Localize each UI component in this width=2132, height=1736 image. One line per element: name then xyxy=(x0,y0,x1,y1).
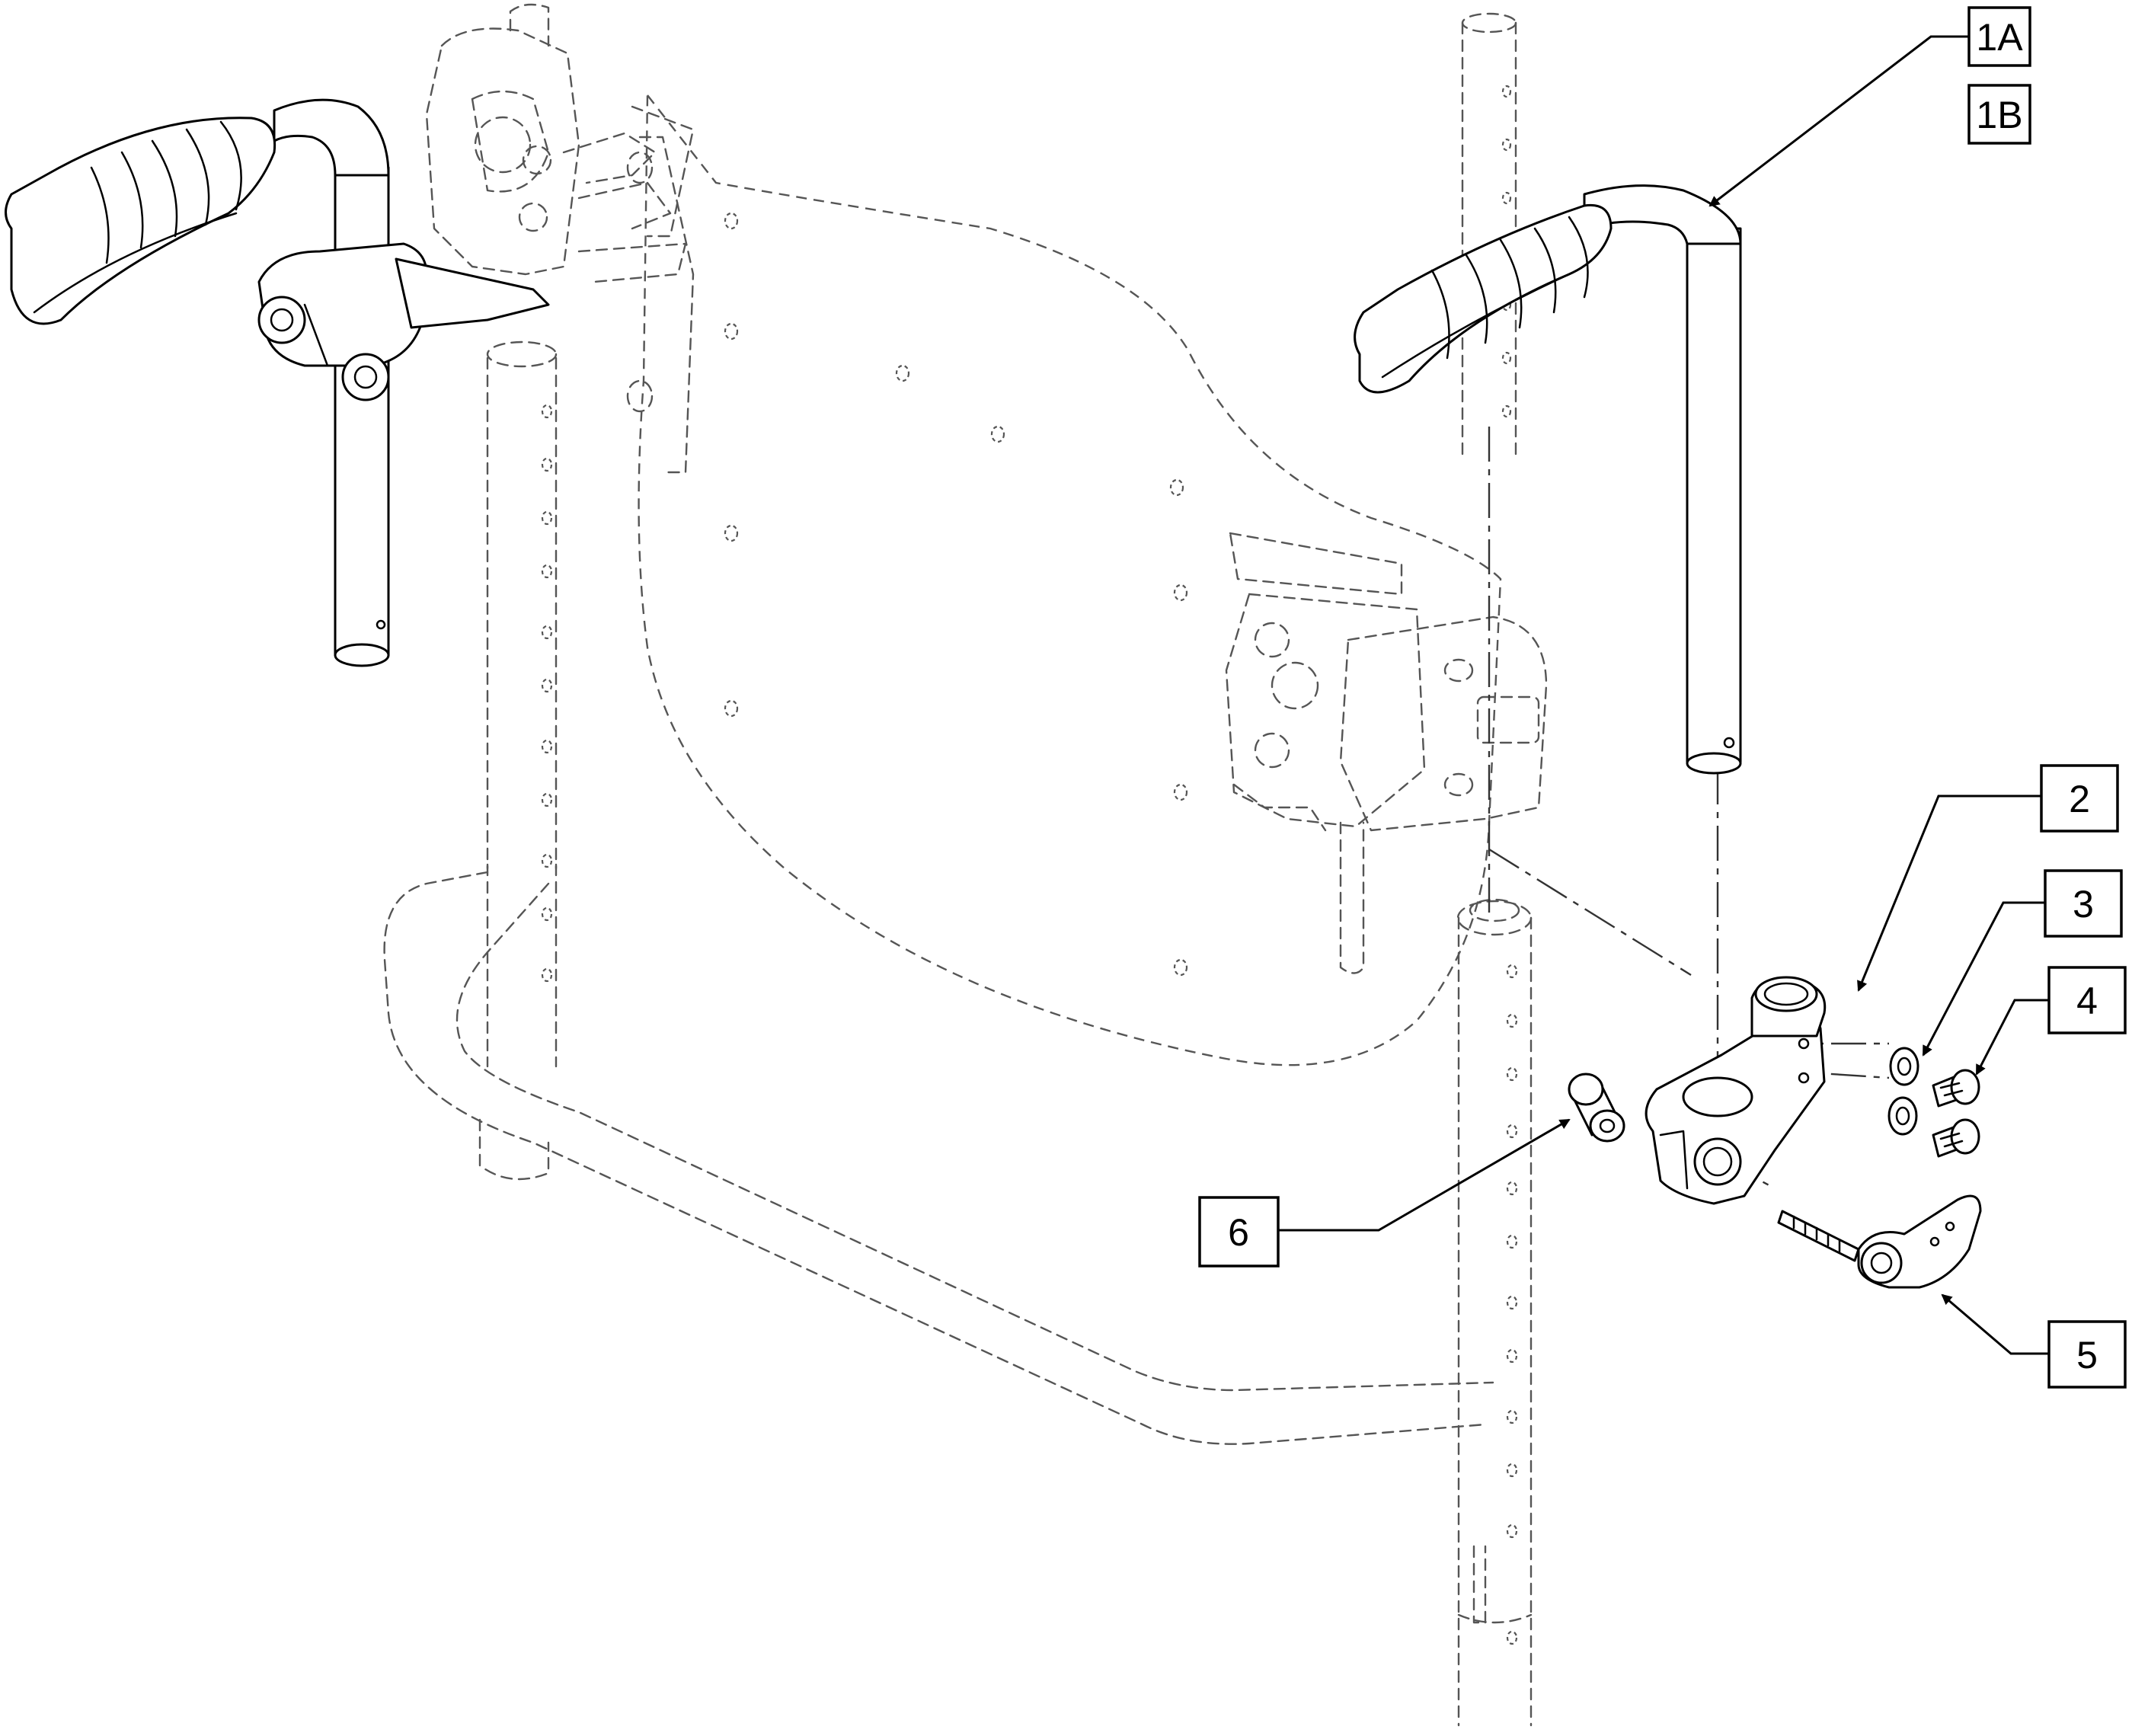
callout-6: 6 xyxy=(1198,1196,1280,1268)
backrest-panel-phantom xyxy=(425,3,1548,1066)
part-5-clamp-lever xyxy=(1777,1194,1982,1289)
callout-2-label: 2 xyxy=(2069,778,2090,820)
callout-4-label: 4 xyxy=(2076,980,2098,1022)
left-push-handle xyxy=(5,98,550,667)
callout-3: 3 xyxy=(2044,869,2123,938)
callout-1A-label: 1A xyxy=(1976,16,2023,59)
part-6-spacer xyxy=(1568,1073,1625,1143)
callout-1B: 1B xyxy=(1967,84,2031,145)
callout-5-label: 5 xyxy=(2076,1334,2098,1376)
leader-lines xyxy=(1278,35,2049,1355)
callout-6-label: 6 xyxy=(1228,1211,1249,1254)
right-post-phantom xyxy=(1456,898,1533,1727)
wheelchair-frame-phantom xyxy=(383,340,1494,1445)
part-4-screws xyxy=(1932,1069,1980,1158)
part-2-clamp-body xyxy=(1645,976,1827,1205)
callout-1B-label: 1B xyxy=(1976,94,2022,136)
left-post-holes xyxy=(541,404,553,983)
callout-3-label: 3 xyxy=(2073,883,2094,926)
callout-2: 2 xyxy=(2040,764,2119,833)
part-3-washers xyxy=(1887,1047,1919,1136)
callout-4: 4 xyxy=(2047,966,2127,1034)
mid-right-clamp-phantom xyxy=(1225,532,1548,974)
callout-5: 5 xyxy=(2047,1320,2127,1389)
right-push-handle xyxy=(1354,184,1742,775)
upper-left-clamp-phantom xyxy=(425,3,695,474)
backrest-holes xyxy=(724,212,1188,977)
callout-1A: 1A xyxy=(1967,6,2031,67)
